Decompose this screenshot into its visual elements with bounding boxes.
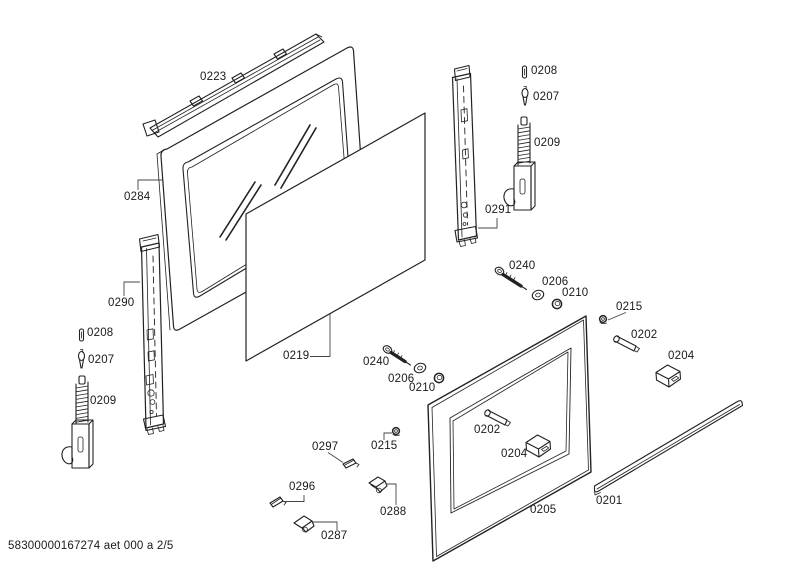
callout-screw-0297: 0297 [312, 441, 339, 453]
part-bolt-right [521, 86, 529, 106]
callout-pin-right: 0208 [531, 65, 558, 77]
callout-screw-mid: 0240 [363, 356, 390, 368]
callout-bolt-left: 0207 [88, 354, 115, 366]
part-washer-upper [531, 289, 545, 301]
part-inner-door-panel [427, 315, 592, 562]
part-block-side [655, 364, 682, 388]
part-washer-mid [413, 362, 427, 374]
callout-door-outer-frame: 0284 [124, 191, 151, 203]
part-block-on-door [525, 434, 552, 458]
callout-screw-upper: 0240 [509, 260, 536, 272]
part-trim-bottom [593, 400, 744, 496]
callout-bracket-0287: 0287 [321, 530, 348, 542]
callout-hinge-right: 0209 [534, 137, 561, 149]
callout-hinge-left: 0209 [90, 395, 117, 407]
part-inner-glass [245, 112, 426, 362]
part-screw-upper [494, 266, 528, 291]
callout-pin-left: 0208 [87, 327, 114, 339]
part-nut-bottom [391, 426, 401, 437]
part-pin-left [78, 328, 85, 342]
callout-block-side: 0204 [668, 350, 695, 362]
part-hinge-rail-left [138, 233, 167, 435]
part-screw-mid [382, 345, 412, 366]
part-trim-top [142, 33, 325, 138]
part-bracket-0288 [368, 476, 388, 494]
callout-leader-lines [123, 179, 627, 530]
callout-nut-upper: 0210 [562, 287, 589, 299]
callout-pin-on-door: 0202 [474, 424, 501, 436]
callout-pin-side: 0202 [631, 329, 658, 341]
callout-trim-top: 0223 [200, 71, 227, 83]
callout-nut-bottom: 0215 [371, 440, 398, 452]
part-screw-0296 [269, 496, 287, 508]
document-number-footer: 58300000167274 aet 000 a 2/5 [8, 540, 174, 552]
callout-hinge-rail-right: 0291 [485, 204, 512, 216]
part-nut-upper [551, 298, 563, 310]
callout-hinge-rail-left: 0290 [108, 297, 135, 309]
callout-screw-0296: 0296 [289, 481, 316, 493]
callout-inner-door-panel: 0205 [530, 504, 557, 516]
part-nut-side [598, 314, 608, 325]
callout-nut-mid: 0210 [409, 382, 436, 394]
part-screw-0297 [342, 458, 360, 469]
callout-trim-bottom: 0201 [596, 495, 623, 507]
callout-nut-side: 0215 [616, 301, 643, 313]
callout-washer-mid: 0206 [388, 373, 415, 385]
callout-bolt-right: 0207 [533, 91, 560, 103]
part-pin-right [521, 65, 528, 79]
callout-bracket-0288: 0288 [380, 506, 407, 518]
part-pin-side [613, 335, 640, 353]
part-hinge-left [61, 375, 94, 469]
part-hinge-rail-right [451, 64, 479, 247]
part-pin-on-door [484, 409, 511, 427]
callout-block-on-door: 0204 [501, 448, 528, 460]
part-bracket-0287 [293, 515, 315, 533]
part-hinge-right [503, 116, 536, 211]
callout-inner-glass: 0219 [283, 350, 310, 362]
part-bolt-left [77, 349, 86, 369]
callout-washer-upper: 0206 [542, 276, 569, 288]
part-nut-mid [433, 372, 445, 384]
